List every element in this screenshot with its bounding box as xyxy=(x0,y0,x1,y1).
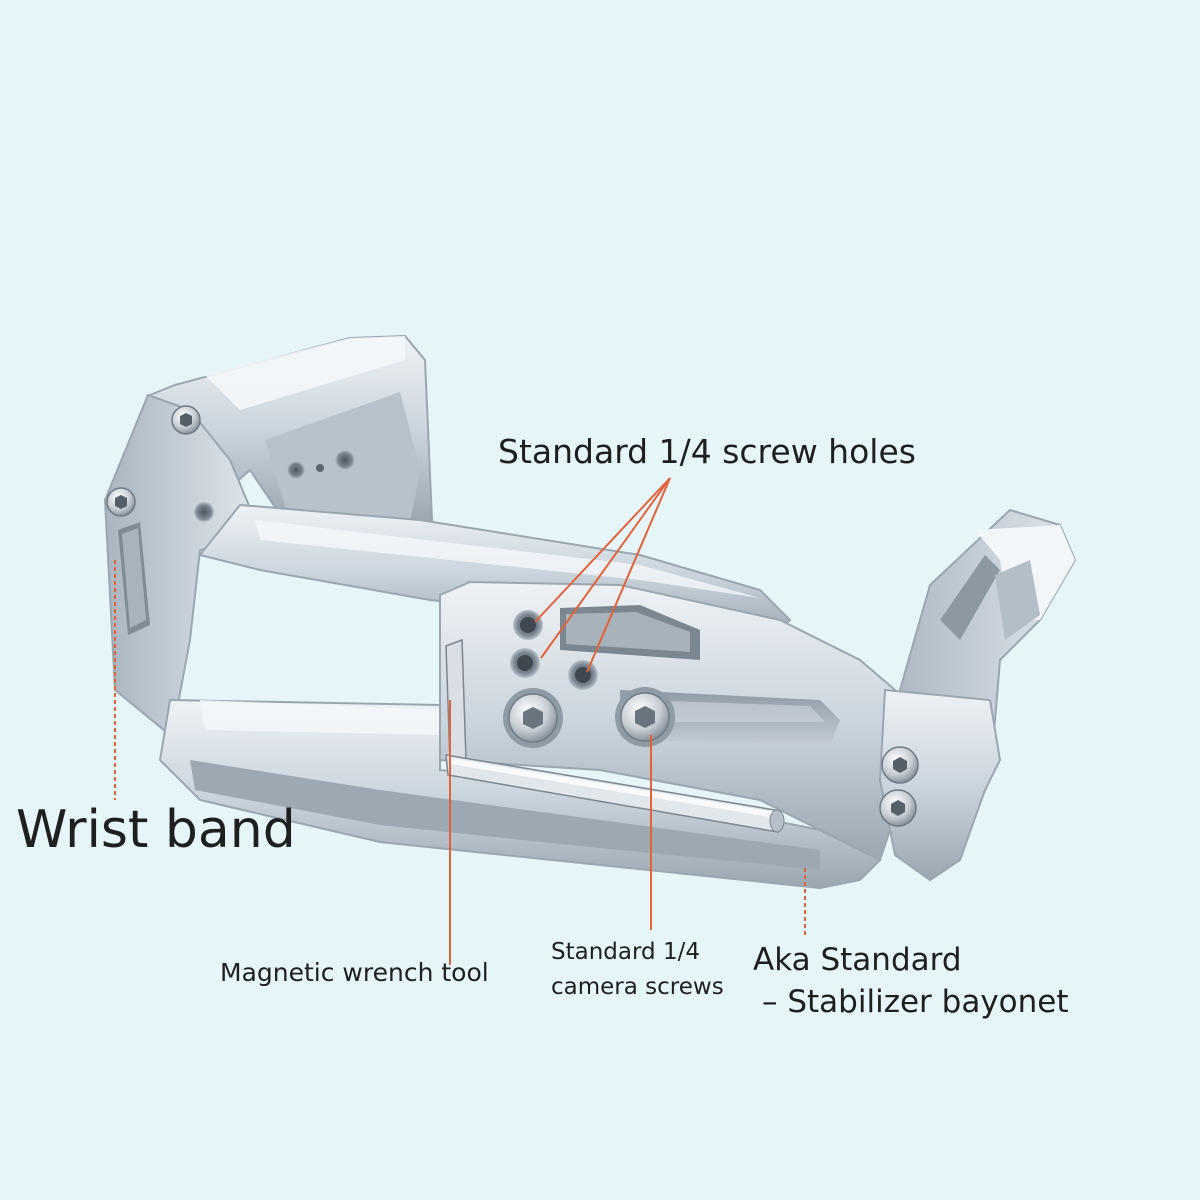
center-quarter-inch-holes xyxy=(510,610,598,690)
bayonet-hex-screws xyxy=(879,746,919,827)
leader-lines xyxy=(114,477,806,965)
grip-screw-holes xyxy=(194,450,355,522)
camera-screws xyxy=(503,687,675,748)
label-bayonet-line2: – Stabilizer bayonet xyxy=(762,984,1069,1020)
label-bayonet-line1: Aka Standard xyxy=(753,942,962,978)
bracket-left-arm xyxy=(103,393,257,737)
label-screw-holes: Standard 1/4 screw holes xyxy=(498,432,916,471)
label-camera-screws-line1: Standard 1/4 xyxy=(551,939,700,965)
grip-hex-screws xyxy=(106,405,201,517)
label-wrist-band: Wrist band xyxy=(16,800,296,860)
bracket-right-block xyxy=(878,508,1077,882)
label-wrench-tool: Magnetic wrench tool xyxy=(220,958,489,987)
label-camera-screws-line2: camera screws xyxy=(551,974,724,1000)
hex-wrench xyxy=(445,638,785,833)
bracket-bottom-rail xyxy=(158,698,882,890)
